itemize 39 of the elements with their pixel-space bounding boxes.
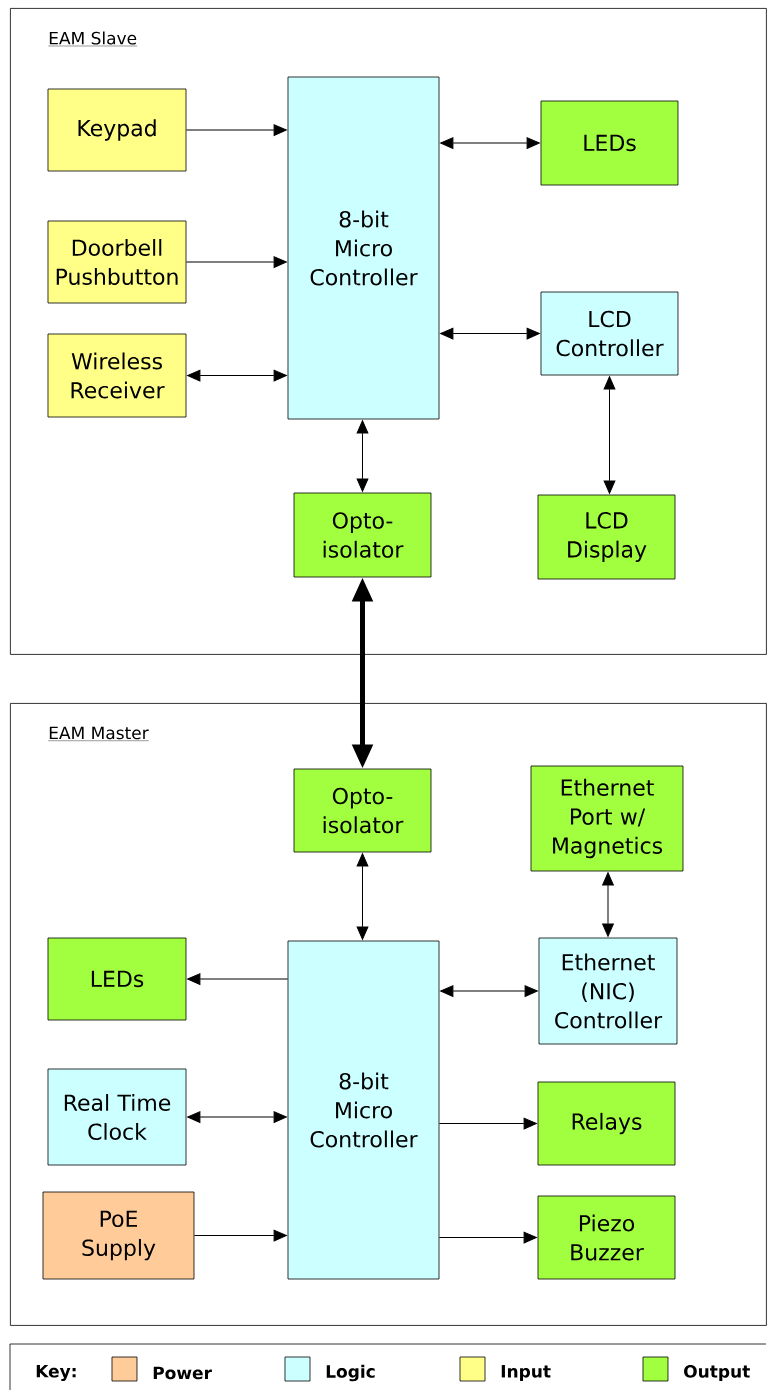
arrow	[438, 1231, 537, 1244]
block-box: Real Time Clock	[47, 1068, 187, 1166]
arrow	[356, 853, 369, 940]
legend-text: Logic	[326, 1364, 375, 1382]
block-box: LEDs	[47, 937, 187, 1021]
arrow	[440, 327, 540, 340]
arrow	[185, 124, 287, 136]
block-box: Ethernet (NIC) Controller	[538, 937, 678, 1045]
key-label: Key:	[36, 1365, 76, 1382]
arrow	[603, 376, 616, 494]
arrow	[440, 985, 538, 997]
panel-heading: EAM Slave	[48, 31, 138, 47]
block-box: LCD Display	[537, 494, 676, 580]
block-box: Ethernet Port w/ Magnetics	[530, 765, 684, 872]
block-box: Opto- isolator	[293, 768, 432, 853]
block-box: 8-bit Micro Controller	[287, 76, 440, 420]
block-box: Piezo Buzzer	[537, 1195, 676, 1280]
arrow	[356, 420, 369, 492]
legend-text: Output	[684, 1364, 750, 1382]
legend-text: Power	[153, 1366, 212, 1380]
arrow	[187, 1111, 287, 1123]
arrow	[438, 1117, 537, 1130]
arrow	[602, 872, 614, 937]
arrow	[185, 256, 287, 268]
block-box: LEDs	[540, 100, 679, 186]
block-box: 8-bit Micro Controller	[287, 940, 440, 1280]
block-box: PoE Supply	[42, 1191, 195, 1280]
block-box: Wireless Receiver	[47, 333, 187, 418]
panel-heading: EAM Master	[48, 726, 149, 741]
arrow	[187, 973, 289, 985]
arrow	[193, 1229, 287, 1242]
block-box: LCD Controller	[540, 291, 679, 376]
legend-text: Input	[501, 1365, 551, 1381]
arrow	[187, 369, 287, 382]
arrow	[440, 137, 540, 149]
block-box: Opto- isolator	[293, 492, 432, 578]
block-box: Relays	[537, 1081, 676, 1166]
block-box: Doorbell Pushbutton	[47, 220, 187, 304]
block-box: Keypad	[47, 88, 187, 172]
